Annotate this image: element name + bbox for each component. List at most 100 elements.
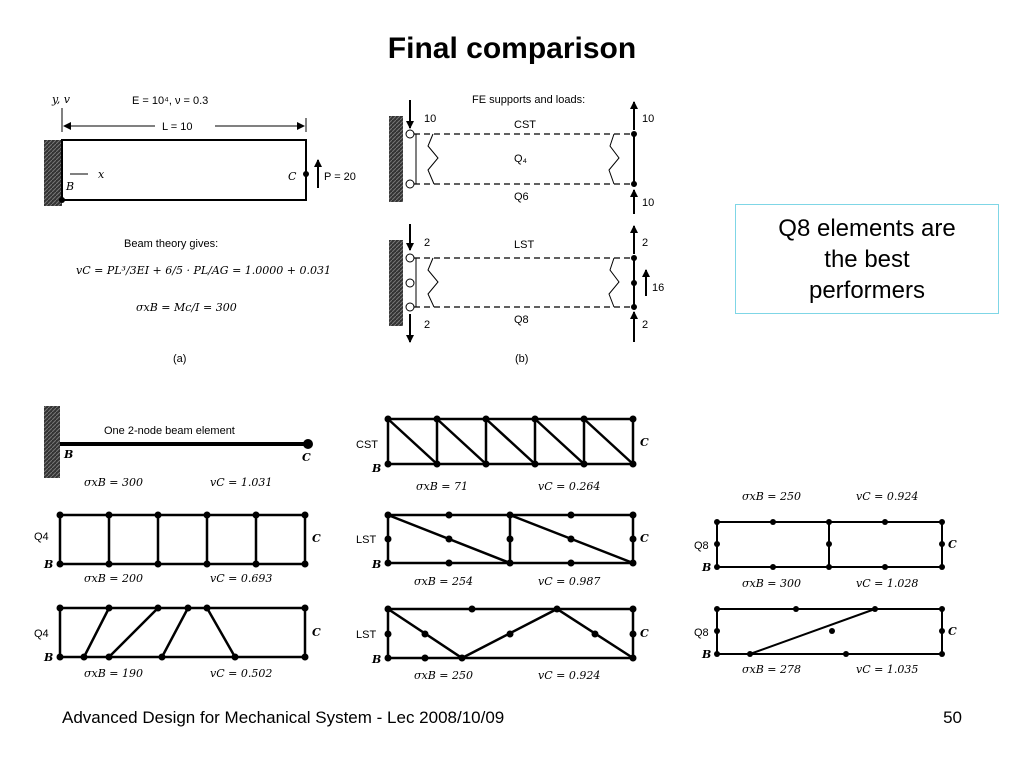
q8a-b: B [701,561,711,574]
node-b [59,197,65,203]
lstb-sigma: σxB = 250 [414,669,473,682]
cst-vc: vC = 0.264 [538,480,600,493]
result-q8-distorted: Q8 B C σxB = 278 vC = 1.035 [694,606,957,676]
q4b-dividers [82,607,237,658]
lstb-c: C [640,627,649,640]
q4a-nodes [56,511,309,568]
b-label: B [65,180,74,193]
lsta-nodes [384,511,637,567]
length-label: L = 10 [162,121,192,133]
lstb-vc: vC = 0.924 [538,669,600,682]
x-label: x [98,168,105,181]
callout-line-1: Q8 elements are [778,214,956,242]
beam-end-node [303,439,313,449]
load-bottom-right-label: 10 [642,197,654,209]
roller-2 [405,179,415,189]
load-low-right-mid-label: 16 [652,282,664,294]
conclusion-callout: Q8 elements are the best performers [735,204,999,314]
q4b-c: C [312,626,321,639]
result-cst: CST B C σxB = 71 vC = 0.264 [356,415,649,493]
q8a-nodes [714,519,945,570]
page-number: 50 [943,708,962,727]
q8a-vc-top: vC = 0.924 [856,490,918,503]
beam-sigma: σxB = 300 [84,476,143,489]
cst-nodes [384,415,637,468]
beam-theory-title: Beam theory gives: [124,238,218,250]
cst-label: CST [356,439,378,451]
result-q8-regular: σxB = 250 vC = 0.924 Q8 B C σxB = 300 vC… [694,490,957,590]
lsta-b: B [371,558,381,571]
vc-formula: vC = PL³/3EI + 6/5 · PL/AG = 1.0000 + 0.… [76,264,331,277]
load-low-right-bottom-label: 2 [642,319,648,331]
q4a-c: C [312,532,321,545]
lstb-label: LST [356,629,376,641]
beam-label: One 2-node beam element [104,425,235,437]
q8b-c: C [948,625,957,638]
q4b-vc: vC = 0.502 [210,667,272,680]
q4a-b: B [43,558,53,571]
q8b-nodes [714,606,945,657]
break-lines [415,133,620,185]
q4b-label: Q4 [34,628,49,640]
caption-a: (a) [173,353,186,365]
beam-vc: vC = 1.031 [210,476,272,489]
sigma-formula: σxB = Mc/I = 300 [136,301,237,314]
q8a-sigma: σxB = 300 [742,577,801,590]
cst-b: B [371,462,381,475]
q4a-vc: vC = 0.693 [210,572,272,585]
load-label: P = 20 [324,171,356,183]
beam-c: C [302,451,311,464]
roller-4 [405,278,415,288]
beam-body [61,139,307,201]
q8b-divider [749,608,876,655]
node-low-br [631,304,637,310]
load-low-left-top-label: 2 [424,237,430,249]
caption-b: (b) [515,353,528,365]
q4b-b: B [43,651,53,664]
q4b-sigma: σxB = 190 [84,667,143,680]
result-lst-distorted: LST B C σxB = 250 vC = 0.924 [356,605,649,682]
wall-beam [44,406,60,478]
q8b-label: Q8 [694,627,709,639]
q8a-c: C [948,538,957,551]
cst-outline [386,417,635,466]
c-label: C [288,170,297,183]
lsta-c: C [640,532,649,545]
roller-3 [405,253,415,263]
panel-a-diagram: y, v E = 10⁴, ν = 0.3 L = 10 x B C P = 2… [44,93,356,365]
label-lst: LST [514,239,534,251]
q8b-vc: vC = 1.035 [856,663,918,676]
q8b-sigma: σxB = 278 [742,663,801,676]
lsta-sigma: σxB = 254 [414,575,473,588]
lstb-nodes [384,605,637,662]
axis-label: y, v [51,93,71,106]
material-props: E = 10⁴, ν = 0.3 [132,95,208,107]
q8a-label: Q8 [694,540,709,552]
q8a-sigma-top: σxB = 250 [742,490,801,503]
cst-c: C [640,436,649,449]
lsta-label: LST [356,534,376,546]
q4b-outline [58,606,307,659]
load-low-left-bottom-label: 2 [424,319,430,331]
wall-support [44,140,62,206]
footer-text: Advanced Design for Mechanical System - … [62,708,505,727]
wall-top [389,116,403,202]
q4a-sigma: σxB = 200 [84,572,143,585]
result-q4-distorted: Q4 B C σxB = 190 vC = 0.502 [34,604,321,680]
fe-heading: FE supports and loads: [472,94,585,106]
callout-line-2: the best [824,245,910,273]
panel-b-diagram: FE supports and loads: 10 10 10 CST Q₄ Q… [389,94,664,365]
node-br [631,181,637,187]
label-q4: Q₄ [514,153,528,165]
result-lst-regular: LST B C σxB = 254 vC = 0.987 [356,511,649,588]
q8b-b: B [701,648,711,661]
cst-sigma: σxB = 71 [416,480,468,493]
label-q6: Q6 [514,191,529,203]
beam-b: B [63,448,73,461]
node-low-tr [631,255,637,261]
lstb-b: B [371,653,381,666]
node-low-mr [631,280,637,286]
result-beam: One 2-node beam element B C σxB = 300 vC… [44,406,313,489]
roller-1 [405,129,415,139]
